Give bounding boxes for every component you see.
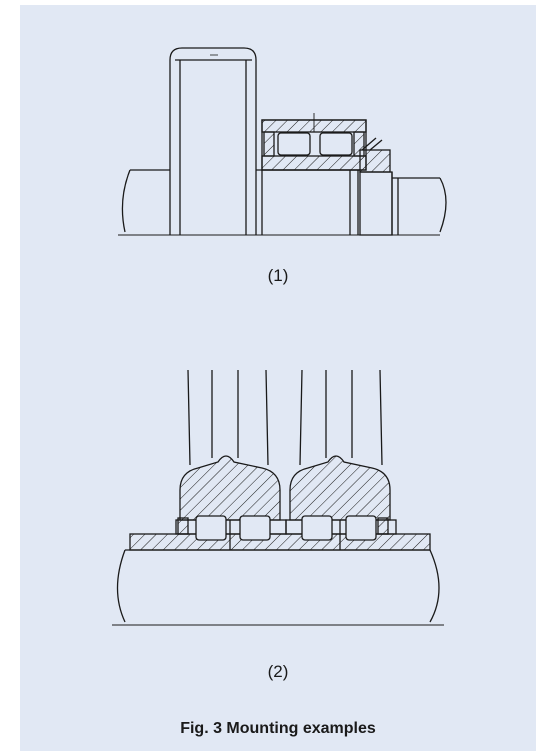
panel-1-label: (1) bbox=[267, 266, 289, 285]
figure-caption: Fig. 3 Mounting examples bbox=[180, 720, 376, 737]
panel-2-label: (2) bbox=[267, 662, 289, 681]
example-1-drawing bbox=[118, 47, 447, 236]
example-2-drawing bbox=[112, 369, 444, 626]
